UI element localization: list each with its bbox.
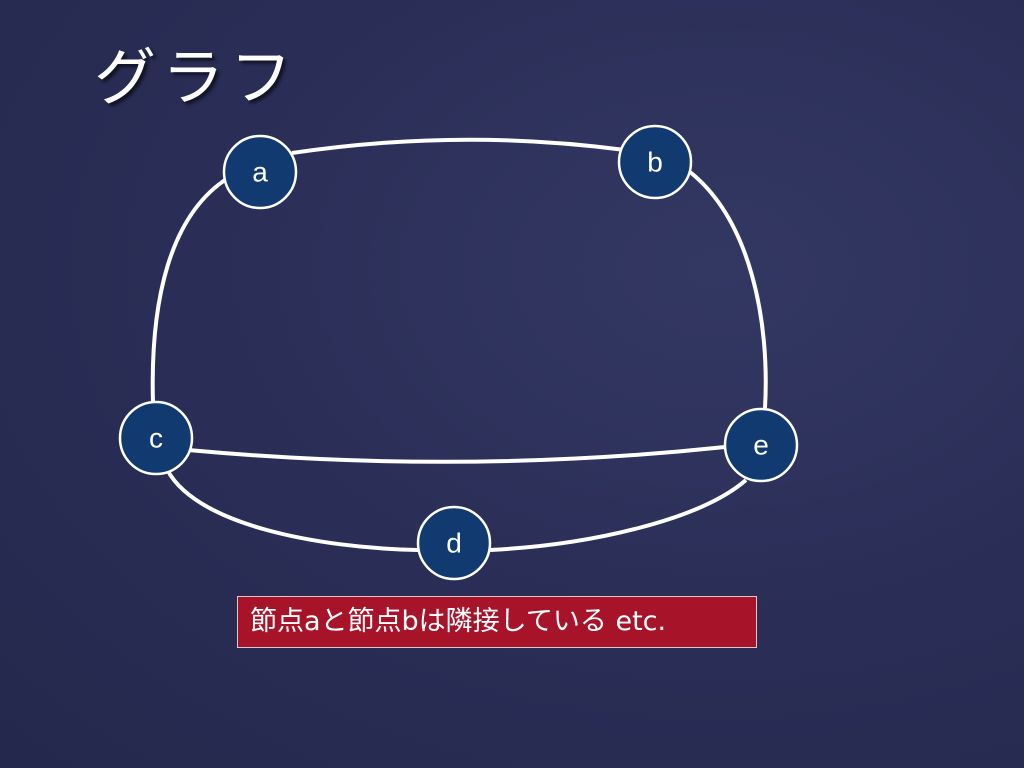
node-e-label: e xyxy=(753,430,769,461)
edge-a-c xyxy=(150,176,230,404)
graph-nodes: a b c d e xyxy=(118,124,799,581)
node-c-circle xyxy=(118,400,194,476)
node-d: d xyxy=(416,505,492,581)
node-b-circle xyxy=(617,124,693,200)
graph-edges xyxy=(150,137,768,552)
node-a-label: a xyxy=(252,157,268,188)
slide-title: グラフ xyxy=(94,41,299,114)
node-d-circle xyxy=(416,505,492,581)
edge-b-e xyxy=(688,170,768,409)
caption-box: 節点aと節点bは隣接している etc. xyxy=(237,596,757,648)
node-b-label: b xyxy=(647,147,663,178)
node-c: c xyxy=(118,400,194,476)
node-a: a xyxy=(222,134,298,210)
edge-d-e xyxy=(489,478,748,552)
node-a-circle xyxy=(222,134,298,210)
node-b: b xyxy=(617,124,693,200)
edge-c-e xyxy=(187,445,726,464)
node-d-label: d xyxy=(446,528,462,559)
edge-c-d xyxy=(163,464,419,552)
node-e-circle xyxy=(723,407,799,483)
node-e: e xyxy=(723,407,799,483)
node-c-label: c xyxy=(149,423,163,454)
edge-a-b xyxy=(291,137,626,155)
